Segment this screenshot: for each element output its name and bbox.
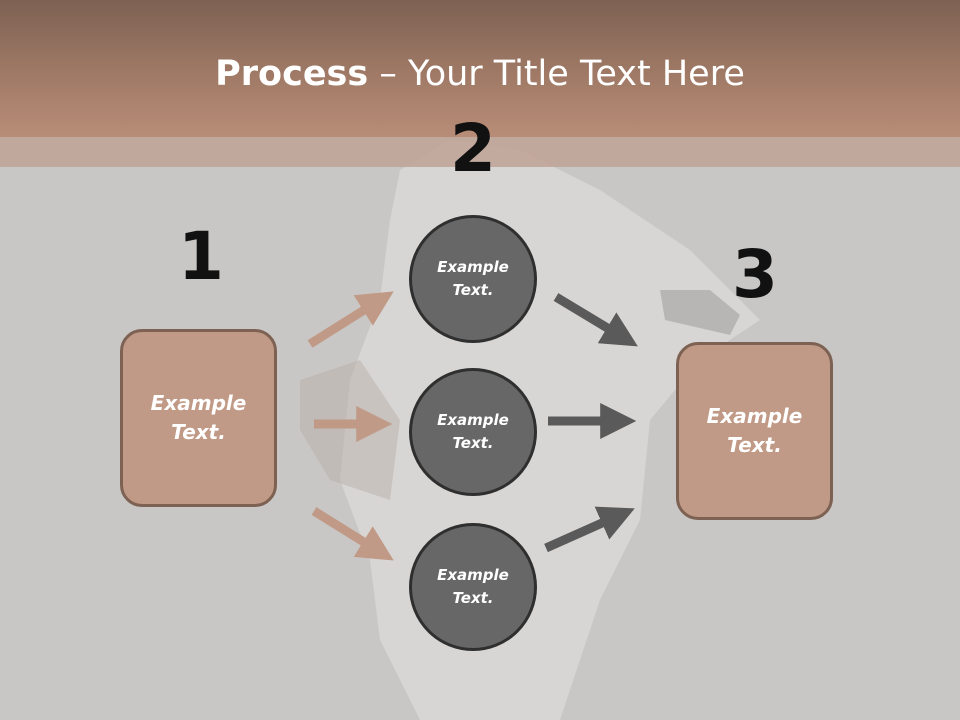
- title-bold: Process: [215, 54, 369, 94]
- step-1-box: Example Text.: [120, 329, 277, 507]
- step-2-circle-bottom-label: Example Text.: [437, 566, 509, 607]
- step-2-circle-middle: Example Text.: [409, 368, 537, 496]
- arrow-to-bottom-circle: [311, 507, 394, 561]
- arrow-from-bottom-circle: [544, 506, 635, 553]
- step-2-circle-top: Example Text.: [409, 215, 537, 343]
- step-number-3: 3: [732, 236, 778, 313]
- step-1-label: Example Text.: [150, 391, 247, 444]
- step-3-box: Example Text.: [676, 342, 833, 520]
- step-3-label: Example Text.: [706, 404, 803, 457]
- step-2-circle-bottom: Example Text.: [409, 523, 537, 651]
- arrow-from-top-circle: [553, 293, 638, 347]
- step-number-1: 1: [178, 218, 224, 295]
- step-2-circle-middle-label: Example Text.: [437, 411, 509, 452]
- title-rest: – Your Title Text Here: [368, 54, 745, 94]
- step-number-2: 2: [450, 110, 496, 187]
- title-bar: [0, 0, 960, 137]
- arrow-to-top-circle: [307, 291, 394, 348]
- step-2-circle-top-label: Example Text.: [437, 258, 509, 299]
- slide-title: Process – Your Title Text Here: [0, 52, 960, 96]
- title-strip: [0, 137, 960, 167]
